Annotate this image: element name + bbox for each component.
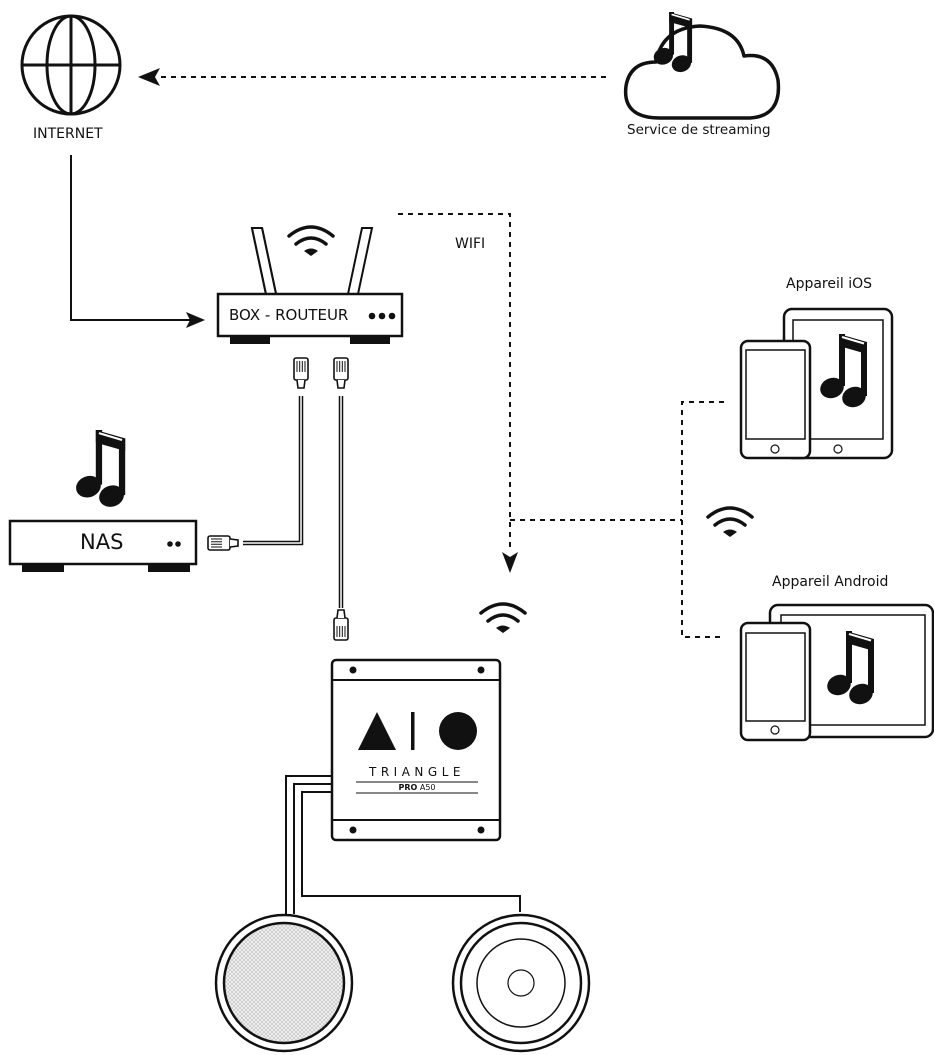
internet-arrowhead bbox=[186, 312, 205, 328]
devices-wifi-icon bbox=[706, 506, 754, 539]
android-label: Appareil Android bbox=[772, 574, 889, 590]
ethernet-plug-icon bbox=[333, 609, 349, 641]
ethernet-plug-icon bbox=[207, 535, 239, 551]
amp-wifi-icon bbox=[479, 602, 527, 635]
streaming-label: Service de streaming bbox=[627, 122, 771, 138]
nas-icon bbox=[8, 519, 198, 572]
phone-icon bbox=[739, 339, 812, 460]
wifi-label: WIFI bbox=[455, 236, 486, 252]
wifi-link bbox=[398, 213, 511, 552]
speaker-icon bbox=[451, 913, 591, 1053]
router-wifi-icon bbox=[287, 225, 335, 258]
router-label: BOX - ROUTEUR bbox=[229, 306, 349, 324]
ethernet-plug-icon bbox=[293, 357, 309, 389]
nas-label: NAS bbox=[80, 530, 124, 554]
cloud-music-icon bbox=[623, 11, 781, 120]
svg-text:PRO A50: PRO A50 bbox=[398, 783, 435, 792]
internet-link bbox=[70, 155, 190, 321]
amp-circle-logo bbox=[439, 712, 477, 750]
connections bbox=[70, 68, 724, 914]
amp-brand: TRIANGLE bbox=[368, 765, 465, 779]
nas-cable-inner bbox=[243, 396, 302, 544]
speaker-wire-right bbox=[301, 791, 521, 912]
speaker-wire-left bbox=[285, 775, 332, 914]
amp-triangle-logo bbox=[358, 712, 396, 750]
ios-label: Appareil iOS bbox=[786, 276, 873, 292]
amp-bar-logo bbox=[411, 712, 415, 750]
nas-cable bbox=[243, 396, 304, 546]
phone-icon bbox=[739, 621, 812, 742]
globe-icon bbox=[20, 14, 122, 116]
nas-music-note-icon bbox=[71, 428, 129, 512]
ios-link bbox=[681, 401, 724, 638]
ethernet-plug-icon bbox=[333, 357, 349, 389]
speaker-icon bbox=[214, 913, 354, 1053]
internet-label: INTERNET bbox=[33, 126, 103, 142]
speaker-wire-left-2 bbox=[293, 783, 332, 914]
streaming-arrowhead bbox=[138, 68, 160, 86]
router-icon bbox=[216, 227, 404, 344]
amplifier-icon: TRIANGLE PRO A50 bbox=[330, 658, 502, 842]
wifi-arrowhead bbox=[502, 552, 518, 573]
amp-model-pro: PRO bbox=[398, 783, 417, 792]
amp-model-num: A50 bbox=[420, 783, 436, 792]
